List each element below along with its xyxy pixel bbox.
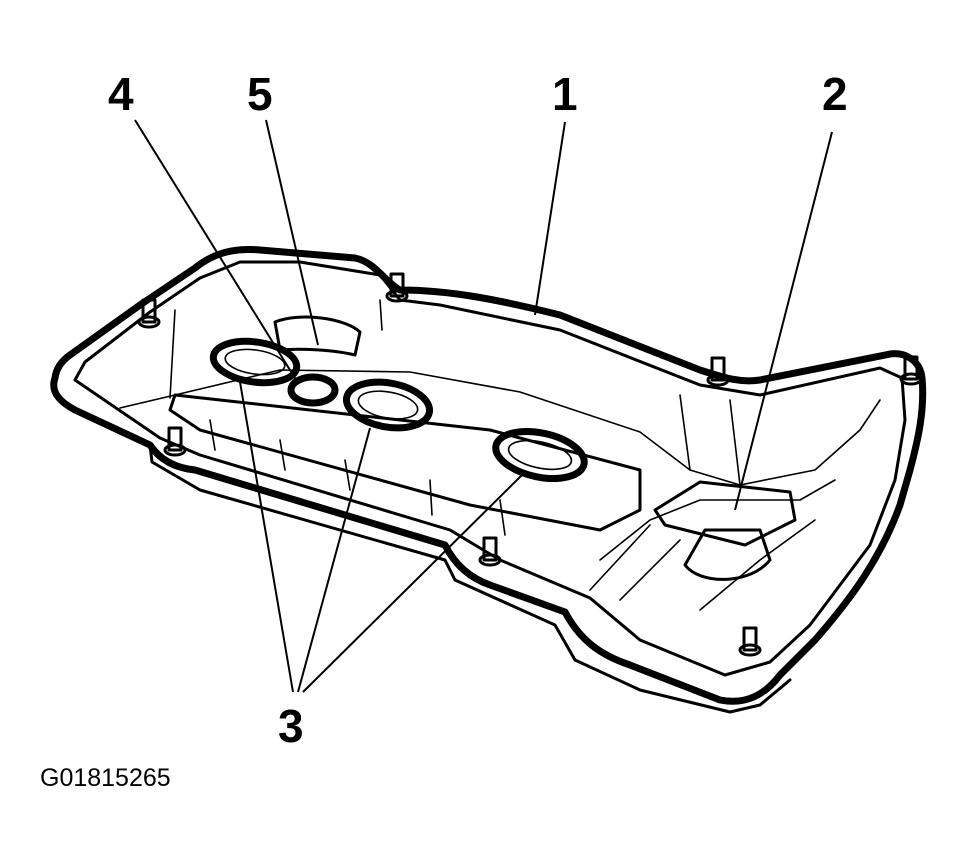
inner-floor-line bbox=[599, 479, 836, 561]
plug-well-opening-3 bbox=[492, 428, 588, 482]
rail-ticks bbox=[209, 419, 506, 536]
inner-floor-line-2 bbox=[589, 519, 816, 611]
mounting-stud-6 bbox=[478, 536, 502, 567]
callout-4: 4 bbox=[108, 68, 134, 120]
mounting-stud-1 bbox=[137, 298, 161, 329]
plug-well-opening-1-inner bbox=[224, 348, 286, 376]
baffle-arc bbox=[683, 528, 772, 581]
inner-ridge-b bbox=[169, 299, 741, 486]
mounting-stud-3 bbox=[706, 356, 730, 387]
plug-well-opening-1 bbox=[209, 337, 301, 387]
plug-well-opening-2 bbox=[342, 378, 434, 432]
mounting-stud-7 bbox=[738, 626, 762, 657]
cover-outer-flange bbox=[50, 246, 927, 705]
plug-well-opening-2-inner bbox=[357, 390, 419, 420]
callout-1: 1 bbox=[552, 68, 578, 120]
mounting-stud-4 bbox=[899, 355, 923, 386]
leader-line-1 bbox=[534, 121, 566, 316]
leader-line-3b bbox=[297, 427, 371, 693]
plug-well-opening-3-inner bbox=[507, 439, 573, 471]
leader-line-5 bbox=[265, 119, 319, 346]
leader-line-2 bbox=[734, 131, 833, 511]
callout-3: 3 bbox=[278, 700, 304, 752]
recess-pocket bbox=[273, 315, 362, 357]
cover-skirt bbox=[148, 443, 792, 714]
callouts: 1 2 3 4 5 bbox=[108, 68, 848, 752]
callout-5: 5 bbox=[247, 68, 273, 120]
valve-cover-illustration bbox=[50, 246, 927, 714]
round-seal-opening bbox=[287, 373, 339, 407]
baffle-plate bbox=[653, 480, 797, 547]
mounting-stud-2 bbox=[385, 272, 409, 303]
inner-wall-right bbox=[729, 399, 881, 486]
leader-line-3a bbox=[239, 381, 294, 693]
leader-lines bbox=[134, 119, 833, 693]
callout-2: 2 bbox=[822, 68, 848, 120]
figure-id: G01815265 bbox=[40, 764, 171, 792]
leader-line-3c bbox=[302, 474, 523, 693]
mounting-stud-5 bbox=[163, 426, 187, 457]
leader-line-4 bbox=[134, 119, 299, 384]
center-rail bbox=[168, 393, 642, 532]
